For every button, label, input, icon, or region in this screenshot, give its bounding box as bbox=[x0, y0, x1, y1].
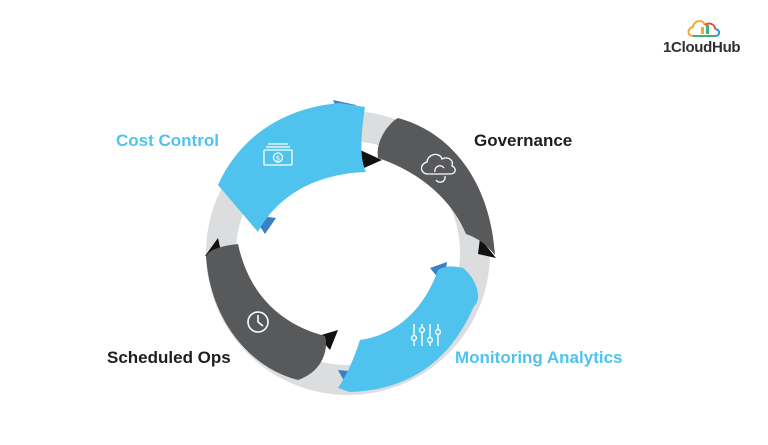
svg-text:$: $ bbox=[276, 155, 280, 163]
fold-gov-start bbox=[360, 150, 382, 168]
segment-governance bbox=[377, 118, 495, 255]
cloud-logo-icon bbox=[687, 20, 721, 37]
label-monitoring-analytics: Monitoring Analytics bbox=[455, 348, 623, 367]
sliders-icon bbox=[410, 324, 442, 346]
fold-sched-start bbox=[318, 330, 338, 350]
money-icon: $ bbox=[263, 143, 293, 166]
segment-scheduled-ops bbox=[206, 244, 327, 380]
segment-cost-control bbox=[218, 103, 366, 232]
fold-gov-end bbox=[478, 238, 496, 258]
label-cost-control: Cost Control bbox=[116, 131, 219, 150]
segment-monitoring bbox=[338, 266, 479, 392]
label-scheduled-ops: Scheduled Ops bbox=[107, 348, 231, 367]
brand-name: 1CloudHub bbox=[663, 39, 741, 56]
cloud-sync-icon bbox=[420, 153, 456, 183]
clock-icon bbox=[247, 311, 269, 333]
brand-logo: 1CloudHub bbox=[663, 14, 759, 62]
label-governance: Governance bbox=[474, 131, 573, 150]
